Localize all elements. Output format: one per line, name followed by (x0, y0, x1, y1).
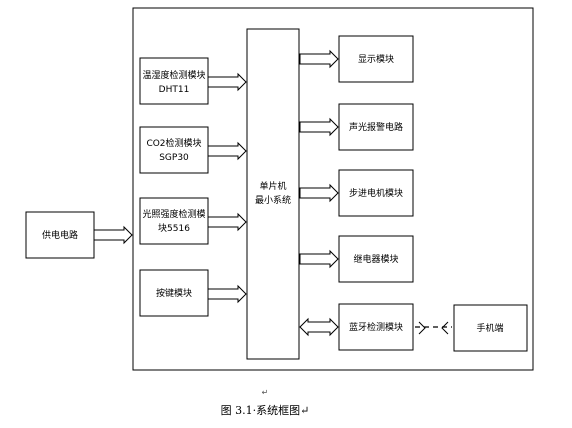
temp-humidity-to-mcu-arrow (207, 72, 247, 92)
display-module-box (338, 35, 414, 83)
stepper-module-label: 步进电机模块 (349, 187, 403, 199)
mcu-to-stepper-arrow (299, 183, 339, 203)
mcu-label-2: 最小系统 (255, 194, 291, 206)
bluetooth-module-label: 蓝牙检测模块 (349, 321, 403, 333)
mcu-label-1: 单片机 (259, 180, 286, 192)
mcu-to-display-arrow (299, 49, 339, 69)
light-module-label-2: 块5516 (158, 222, 190, 234)
system-frame (132, 7, 534, 371)
key-module-box (139, 269, 209, 317)
phone-label: 手机端 (476, 322, 503, 334)
temp-humidity-module-label-1: 温湿度检测模块 (142, 69, 205, 81)
key-module-label: 按键模块 (156, 287, 192, 299)
figure-caption: 图 3.1·系统框图↵ (221, 404, 310, 417)
display-module-label: 显示模块 (358, 53, 394, 65)
mcu-to-relay-arrow (299, 249, 339, 269)
alarm-circuit-box (338, 103, 414, 151)
wireless-link-left-head (418, 321, 426, 335)
stepper-module-box (338, 169, 414, 217)
temp-humidity-module-label-2: DHT11 (159, 85, 190, 95)
alarm-circuit-label: 声光报警电路 (349, 121, 403, 133)
power-supply-box (25, 211, 95, 259)
temp-humidity-module-box (139, 57, 209, 105)
bluetooth-module-box (338, 303, 414, 351)
paragraph-mark: ↵ (262, 388, 269, 397)
key-to-mcu-arrow (207, 284, 247, 304)
light-to-mcu-arrow (207, 212, 247, 232)
wireless-link-right-head (441, 321, 449, 335)
power-supply-label: 供电电路 (42, 229, 78, 241)
mcu-bluetooth-bidirectional-arrow (299, 317, 339, 337)
co2-module-label-2: SGP30 (159, 153, 189, 163)
relay-module-label: 继电器模块 (353, 253, 398, 265)
light-module-label-1: 光照强度检测模 (142, 208, 205, 220)
relay-module-box (338, 235, 414, 283)
mcu-box (246, 28, 300, 360)
mcu-to-alarm-arrow (299, 117, 339, 137)
light-module-box (139, 197, 209, 245)
phone-box (453, 304, 528, 352)
co2-module-label-1: CO2检测模块 (146, 137, 201, 149)
co2-module-box (139, 126, 209, 174)
power-to-system-arrow (93, 225, 133, 245)
co2-to-mcu-arrow (207, 141, 247, 161)
